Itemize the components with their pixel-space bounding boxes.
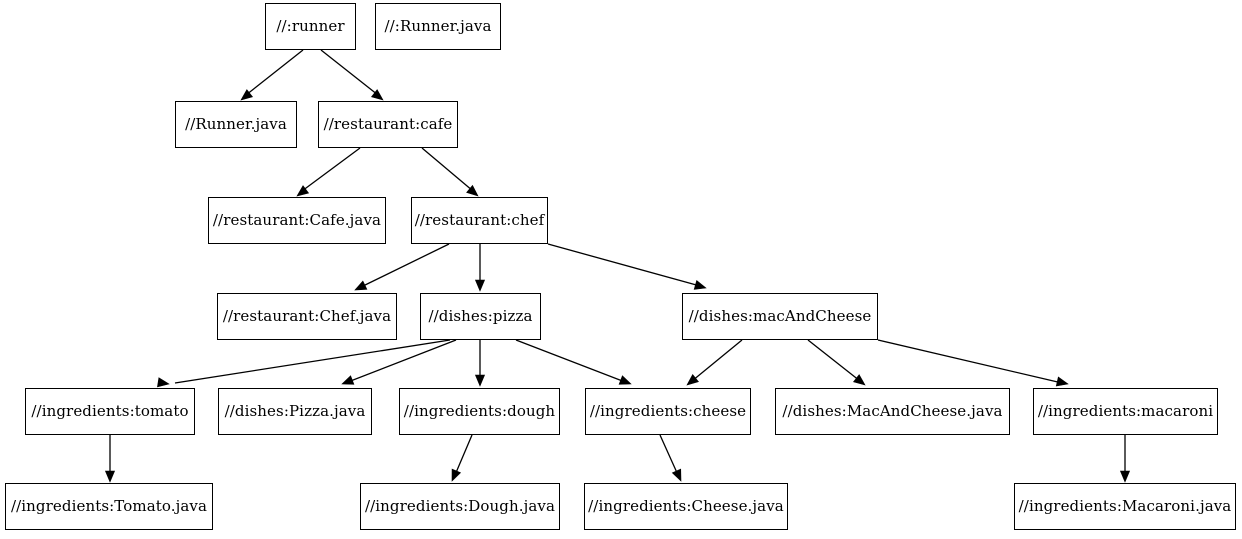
graph-node-label: //dishes:MacAndCheese.java xyxy=(782,402,1003,420)
graph-edge-dishes_mac-to-ing_macaroni xyxy=(877,339,1069,387)
graph-node-label: //ingredients:dough xyxy=(403,402,556,420)
graph-edge-dishes_pizza-to-ing_tomato xyxy=(157,339,451,388)
graph-node-runner[interactable]: //:runner xyxy=(265,3,356,50)
graph-node-restaurant_chef[interactable]: //restaurant:chef xyxy=(411,197,548,244)
graph-node-label: //Runner.java xyxy=(185,115,287,133)
graph-node-label: //restaurant:chef xyxy=(414,211,545,229)
graph-node-ing_macaroni[interactable]: //ingredients:macaroni xyxy=(1033,388,1218,435)
graph-edge-restaurant_chef-to-dishes_pizza xyxy=(474,244,486,292)
graph-node-ing_cheese[interactable]: //ingredients:cheese xyxy=(585,388,751,435)
graph-node-label: //:runner xyxy=(276,17,345,35)
graph-node-label: //ingredients:Dough.java xyxy=(364,497,556,515)
graph-node-label: //ingredients:Macaroni.java xyxy=(1018,497,1232,515)
graph-node-ing_tomato[interactable]: //ingredients:tomato xyxy=(25,388,195,435)
graph-edge-restaurant_cafe-to-restaurant_chef xyxy=(421,147,479,197)
graph-node-tomato_java[interactable]: //ingredients:Tomato.java xyxy=(5,483,213,530)
graph-edge-runner-to-restaurant_cafe xyxy=(320,49,384,101)
graph-edge-dishes_pizza-to-pizza_java xyxy=(341,339,457,385)
graph-node-pizza_java[interactable]: //dishes:Pizza.java xyxy=(218,388,372,435)
graph-edge-restaurant_chef-to-chef_java xyxy=(354,243,450,291)
graph-node-dishes_mac[interactable]: //dishes:macAndCheese xyxy=(682,293,878,340)
graph-node-label: //restaurant:Chef.java xyxy=(222,307,392,325)
graph-edge-dishes_mac-to-ing_cheese xyxy=(686,339,743,386)
graph-node-label: //dishes:Pizza.java xyxy=(224,402,366,420)
graph-node-cheese_java[interactable]: //ingredients:Cheese.java xyxy=(584,483,788,530)
graph-edge-restaurant_cafe-to-cafe_java xyxy=(296,147,361,197)
graph-edge-dishes_pizza-to-ing_dough xyxy=(474,340,486,387)
graph-node-macaroni_java[interactable]: //ingredients:Macaroni.java xyxy=(1014,483,1236,530)
graph-node-cafe_java[interactable]: //restaurant:Cafe.java xyxy=(208,197,386,244)
graph-edge-ing_tomato-to-tomato_java xyxy=(104,435,116,483)
graph-node-dishes_pizza[interactable]: //dishes:pizza xyxy=(420,293,541,340)
graph-node-label: //ingredients:Tomato.java xyxy=(10,497,208,515)
graph-node-runner_java_root[interactable]: //:Runner.java xyxy=(375,3,501,50)
graph-node-label: //ingredients:Cheese.java xyxy=(588,497,784,515)
graph-edge-ing_macaroni-to-macaroni_java xyxy=(1119,435,1131,483)
graph-node-label: //dishes:macAndCheese xyxy=(688,307,872,325)
graph-edge-dishes_mac-to-mac_java xyxy=(807,339,866,386)
graph-node-label: //restaurant:cafe xyxy=(323,115,453,133)
graph-edge-runner-to-runner_java xyxy=(240,49,304,101)
graph-node-label: //ingredients:cheese xyxy=(589,402,747,420)
graph-edge-dishes_pizza-to-ing_cheese xyxy=(515,339,632,385)
graph-node-runner_java[interactable]: //Runner.java xyxy=(175,101,297,148)
graph-node-restaurant_cafe[interactable]: //restaurant:cafe xyxy=(318,101,458,148)
graph-edge-ing_dough-to-dough_java xyxy=(451,434,473,482)
graph-node-label: //:Runner.java xyxy=(384,17,492,35)
graph-node-label: //restaurant:Cafe.java xyxy=(212,211,382,229)
graph-edge-restaurant_chef-to-dishes_mac xyxy=(547,243,707,290)
graph-node-ing_dough[interactable]: //ingredients:dough xyxy=(399,388,560,435)
graph-node-label: //ingredients:tomato xyxy=(31,402,189,420)
graph-node-mac_java[interactable]: //dishes:MacAndCheese.java xyxy=(775,388,1010,435)
graph-node-label: //ingredients:macaroni xyxy=(1037,402,1214,420)
graph-node-chef_java[interactable]: //restaurant:Chef.java xyxy=(217,293,397,340)
graph-edge-ing_cheese-to-cheese_java xyxy=(659,434,682,482)
graph-node-label: //dishes:pizza xyxy=(428,307,533,325)
graph-node-dough_java[interactable]: //ingredients:Dough.java xyxy=(360,483,560,530)
